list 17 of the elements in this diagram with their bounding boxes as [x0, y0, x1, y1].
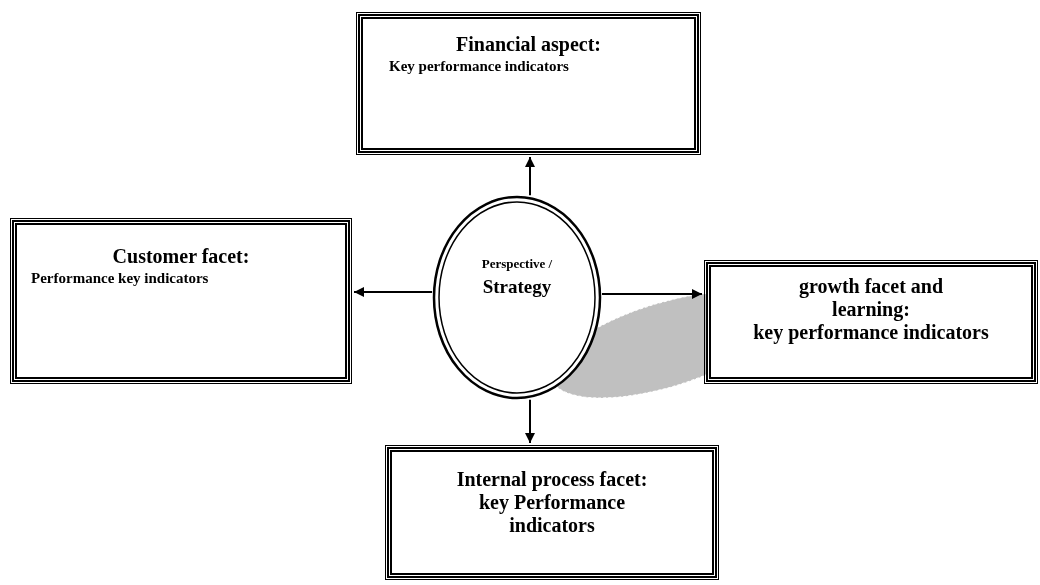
arrow — [525, 156, 535, 197]
arrow — [525, 398, 535, 444]
heading-text: Financial aspect: — [455, 32, 602, 56]
arrow — [353, 287, 434, 297]
body-text: Performance key indicators — [30, 269, 210, 288]
body-text: Key performance indicators — [388, 57, 570, 76]
text-box — [706, 262, 1036, 382]
heading-text: growth facet and learning: — [797, 274, 945, 321]
heading-text: Customer facet: — [111, 244, 251, 268]
heading-text: Internal process facet: key Performance indicators — [455, 467, 649, 537]
text-box — [387, 447, 717, 578]
heading-text: Perspective / — [480, 255, 554, 272]
text-box — [12, 220, 350, 382]
body-text: Strategy — [481, 274, 553, 298]
text-box — [358, 14, 699, 153]
body-text: key performance indicators — [752, 321, 990, 344]
arrow — [600, 289, 703, 299]
